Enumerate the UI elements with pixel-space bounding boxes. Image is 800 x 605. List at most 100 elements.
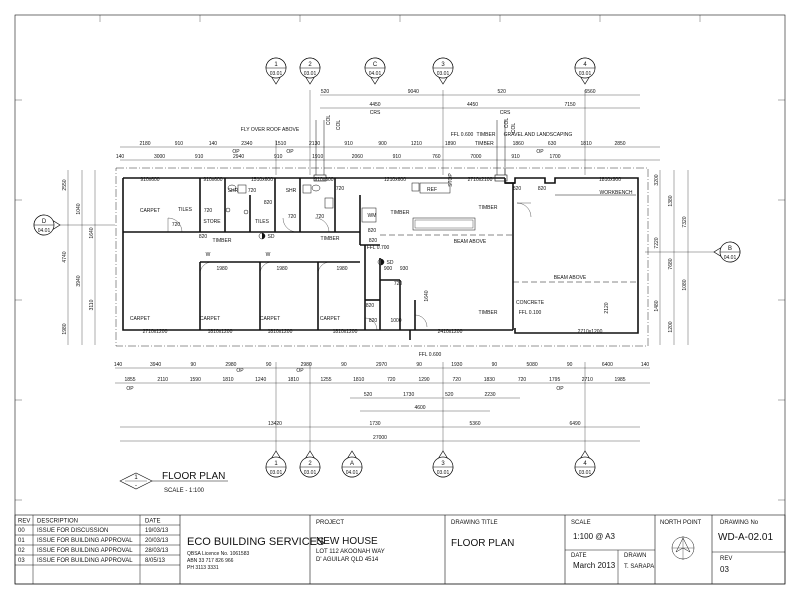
drawing-caption: 1 - FLOOR PLAN SCALE - 1:100	[119, 471, 228, 494]
grid-marker-sheet: 03.01	[270, 470, 283, 476]
grid-reference-markers: 103.01203.01C04.01303.01403.01103.01203.…	[33, 57, 741, 478]
room-label: TILES	[178, 207, 193, 213]
grid-marker-sheet: 03.01	[304, 470, 317, 476]
dim-top-r3: 1890	[445, 141, 456, 147]
dim-left: 1040	[76, 203, 82, 214]
caption-sheet: -	[135, 483, 137, 489]
revision-date: 19/03/13	[145, 528, 169, 534]
window-size: 2710x1200	[578, 329, 603, 335]
dim-left: 3940	[76, 275, 82, 286]
dim-bottom-r1: 90	[416, 362, 422, 368]
date-header: DATE	[145, 519, 161, 525]
grid-marker-number: B	[728, 246, 732, 252]
grid-marker-bA: A 04.01	[341, 450, 363, 478]
dim-bottom-r1: 90	[191, 362, 197, 368]
plan-misc: 2120	[604, 302, 610, 313]
plan-label-col2: COL	[336, 120, 342, 131]
plan-label-stop: STOP	[448, 173, 454, 187]
desc-header: DESCRIPTION	[37, 519, 78, 525]
dim-bottom-r3: 520	[364, 392, 373, 398]
dim-top-r3: 2180	[139, 141, 150, 147]
grid-marker-sheet: 04.01	[369, 71, 382, 77]
dim-top-r2: 4450	[467, 102, 478, 108]
dim-left: 4740	[62, 251, 68, 262]
plan-label-gravel: GRAVEL AND LANDSCAPING	[504, 132, 573, 138]
door-size: 720	[288, 214, 297, 220]
dim-right: 7680	[668, 258, 674, 269]
room-label: CARPET	[320, 316, 340, 322]
dim-bottom-r2: 720	[518, 377, 527, 383]
dim-right: 3200	[654, 174, 660, 185]
window-size: 1810x1200	[208, 329, 233, 335]
revision-number: 00	[18, 528, 25, 534]
dim-top-r3: 1210	[411, 141, 422, 147]
dim-top-r2-sub: CRS	[370, 110, 381, 116]
revision-date: 28/03/13	[145, 548, 169, 554]
door-size: 820	[368, 228, 377, 234]
dim-bottom-r1: 90	[492, 362, 498, 368]
dim-top-r3: 910	[175, 141, 184, 147]
dim-bottom-r2: 1830	[484, 377, 495, 383]
dim-bottom-r2: 1240	[255, 377, 266, 383]
wardrobe-size: 1980	[216, 266, 227, 272]
dim-top-r2: 4450	[369, 102, 380, 108]
fixtures	[225, 182, 420, 215]
dim-right: 7220	[654, 237, 660, 248]
plan-misc: W	[206, 252, 211, 258]
revision-description: ISSUE FOR BUILDING APPROVAL	[37, 538, 133, 544]
dim-bottom-op: OP	[296, 368, 304, 374]
drawn-value: T. SARAPA	[624, 564, 654, 570]
dim-top-r1: 520	[321, 89, 330, 95]
window-size: 2710x1200	[143, 329, 168, 335]
dim-top-r3: 2850	[614, 141, 625, 147]
room-label: CARPET	[140, 208, 160, 214]
dim-bottom-op: OP	[236, 368, 244, 374]
dim-top-r3: 1510	[275, 141, 286, 147]
dim-top-r3: 2130	[309, 141, 320, 147]
dim-top-r3: 1860	[513, 141, 524, 147]
grid-marker-number: C	[373, 62, 378, 68]
rev-header: REV	[18, 519, 30, 525]
room-label: TIMBER	[213, 238, 232, 244]
plan-label-shr2: SHR	[286, 188, 297, 194]
dim-top-r3: 1810	[581, 141, 592, 147]
eave-outline	[115, 167, 649, 347]
revision-description: ISSUE FOR BUILDING APPROVAL	[37, 558, 133, 564]
project-address-2: D' AGUILAR QLD 4514	[316, 557, 379, 563]
dim-bottom-r1: 1930	[451, 362, 462, 368]
wardrobe-size: 1980	[336, 266, 347, 272]
revision-number: 01	[18, 538, 25, 544]
dim-bottom-r1: 140	[641, 362, 650, 368]
date-value: March 2013	[573, 561, 616, 570]
dim-top-r1: 6560	[584, 89, 595, 95]
grid-marker-number: 2	[308, 62, 312, 68]
drawing-no-label: DRAWING No	[720, 520, 759, 526]
dim-right: 1380	[668, 195, 674, 206]
fly-over-columns	[313, 120, 508, 182]
grid-marker-sheet: 04.01	[346, 470, 359, 476]
room-label: CARPET	[200, 316, 220, 322]
window-size: 2410x1200	[438, 329, 463, 335]
door-size: 720	[172, 222, 181, 228]
grid-marker-left-D: D04.01	[33, 214, 61, 236]
plan-misc: 1640	[424, 290, 430, 301]
room-label: TIMBER	[479, 310, 498, 316]
caption-number: 1	[134, 475, 138, 481]
room-label: TIMBER	[479, 205, 498, 211]
plan-label-ffl_mid: FFL 0.700	[367, 245, 390, 251]
grid-marker-number: 4	[583, 62, 587, 68]
dim-top-r1: 520	[498, 89, 507, 95]
grid-marker-number: A	[350, 461, 354, 467]
rev-value: 03	[720, 565, 729, 574]
grid-marker-number: 3	[441, 62, 445, 68]
company-name: ECO BUILDING SERVICES	[187, 536, 324, 548]
window-size: 910x600	[203, 177, 222, 183]
company-line-2: ABN 33 717 826 966	[187, 558, 234, 564]
revision-description: ISSUE FOR DISCUSSION	[37, 528, 108, 534]
window-size: 1510x600	[251, 177, 273, 183]
grid-marker-number: 3	[441, 461, 445, 467]
